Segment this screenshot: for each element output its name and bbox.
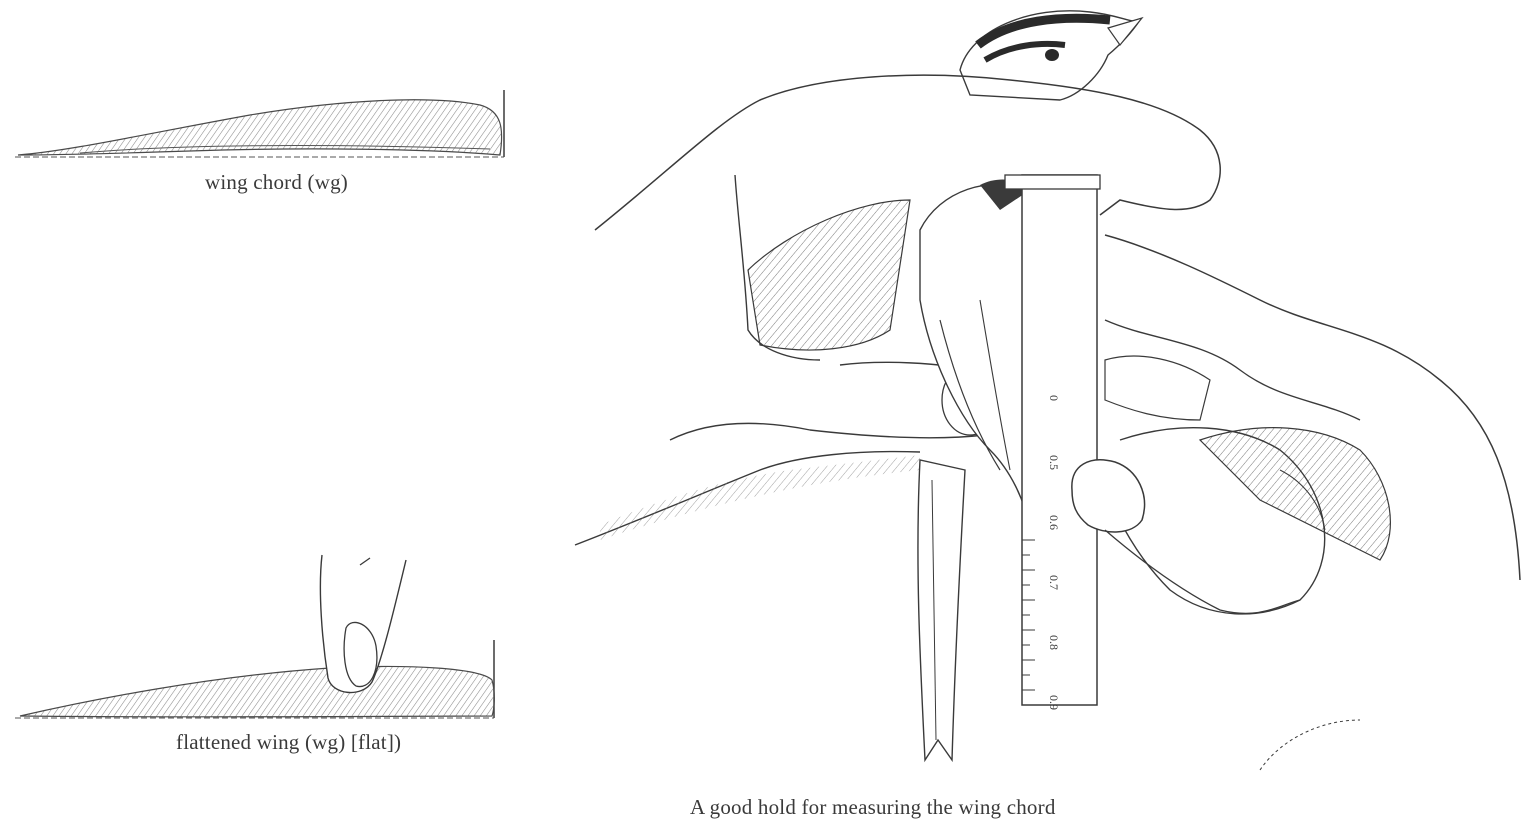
ruler-tick-label: 0 bbox=[1047, 395, 1061, 401]
bird-head bbox=[960, 11, 1142, 100]
hold-figure: 0 0.5 0.6 0.7 0.8 0.9 bbox=[560, 0, 1530, 785]
wing-chord-figure bbox=[10, 85, 510, 165]
ruler-tick-label: 0.8 bbox=[1047, 635, 1061, 650]
wing-chord-drawing bbox=[10, 85, 510, 165]
bird-eye bbox=[1045, 49, 1059, 61]
bird-tail bbox=[918, 460, 965, 760]
flattened-wing-figure bbox=[10, 550, 510, 725]
right-hand bbox=[1072, 235, 1520, 770]
wing-shape bbox=[20, 667, 494, 717]
wing-chord-caption: wing chord (wg) bbox=[205, 170, 348, 195]
hold-drawing: 0 0.5 0.6 0.7 0.8 0.9 bbox=[560, 0, 1530, 785]
ruler-tick-label: 0.9 bbox=[1047, 695, 1061, 710]
ruler-tick-label: 0.5 bbox=[1047, 455, 1061, 470]
flattened-wing-caption: flattened wing (wg) [flat]) bbox=[176, 730, 401, 755]
ruler-tick-label: 0.6 bbox=[1047, 515, 1061, 530]
ruler-tick-label: 0.7 bbox=[1047, 575, 1061, 590]
flattened-wing-drawing bbox=[10, 550, 510, 725]
hold-caption: A good hold for measuring the wing chord bbox=[690, 795, 1056, 820]
thumbnail bbox=[1072, 460, 1145, 532]
